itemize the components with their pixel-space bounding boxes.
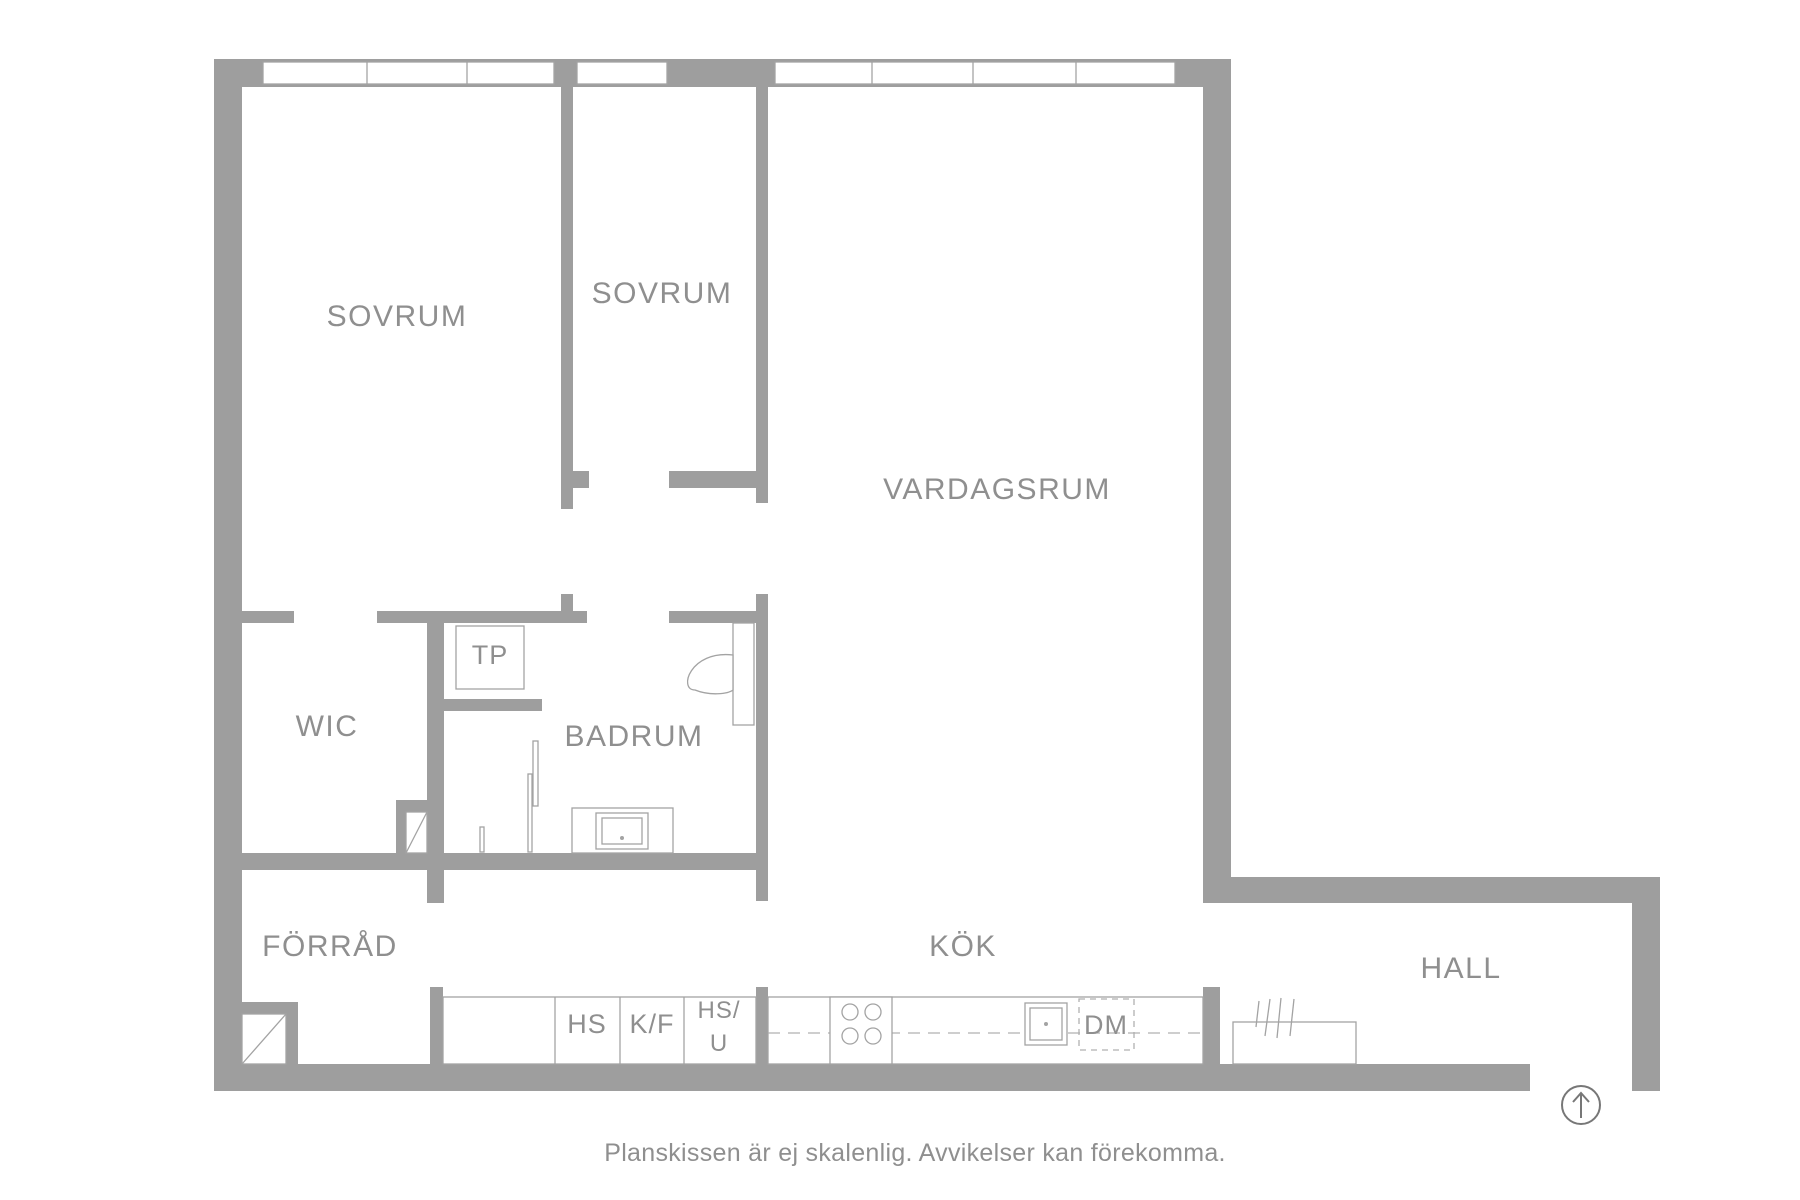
wall-bedroom2-living: [756, 87, 768, 503]
toilet-tank: [732, 622, 755, 726]
label-badrum: BADRUM: [564, 720, 703, 753]
wall-tp: [444, 699, 542, 711]
hall-shelf: [1232, 1021, 1357, 1065]
walls: [214, 59, 1660, 1091]
wall-wic-stub-v: [396, 800, 406, 855]
hs-label: HS: [567, 1009, 607, 1039]
wall-bath-top-right: [669, 611, 768, 623]
wall-wic-bath-bottom: [242, 853, 768, 870]
hall-wall-right: [1632, 877, 1660, 1091]
label-forrad: FÖRRÅD: [262, 930, 398, 963]
room-labels: SOVRUM SOVRUM VARDAGSRUM WIC BADRUM FÖRR…: [262, 277, 1501, 985]
label-wic: WIC: [296, 710, 359, 743]
kf-label: K/F: [629, 1009, 674, 1039]
north-arrow-icon: [1561, 1085, 1601, 1125]
bathroom-fixtures: TP: [455, 622, 755, 854]
hsu-label-line2: U: [710, 1030, 728, 1057]
label-kok: KÖK: [929, 930, 997, 963]
wall-forrad-cabinet-side: [286, 1002, 298, 1064]
wall-bedroom2-bottom: [669, 471, 768, 488]
wall-bedroom-divider: [561, 87, 573, 509]
label-sovrum-1: SOVRUM: [327, 300, 468, 333]
dishwasher: [1078, 998, 1135, 1051]
shower-screen-2: [527, 773, 533, 853]
wall-wic-bath: [427, 623, 444, 903]
windows: [262, 61, 1176, 85]
sink-icon: [595, 812, 649, 850]
kitchen-fixtures: HS K/F HS/ U DM: [442, 996, 1204, 1065]
outer-wall-right: [1203, 59, 1231, 901]
shower-drain: [479, 826, 485, 853]
outer-wall-bottom: [214, 1064, 1530, 1091]
wall-kitchen-hall: [1203, 987, 1220, 1064]
hall-wall-top: [1203, 877, 1660, 903]
shower-screen-1: [532, 740, 539, 807]
hall-fixtures: [1232, 997, 1357, 1065]
wall-bath-right: [756, 594, 768, 901]
disclaimer-caption: Planskissen är ej skalenlig. Avvikelser …: [604, 1139, 1226, 1167]
wall-forrad-cabinet-top: [242, 1002, 298, 1014]
tp-cabinet: [455, 625, 525, 690]
label-hall: HALL: [1420, 952, 1501, 985]
wall-stub: [561, 471, 589, 488]
wall-forrad-kitchen: [430, 987, 443, 1064]
label-sovrum-2: SOVRUM: [592, 277, 733, 310]
wall-kitchen-stub: [756, 987, 768, 1064]
hsu-label-line1: HS/: [697, 997, 740, 1024]
wall-bedroom1-bottom-left: [242, 611, 294, 623]
label-vardagsrum: VARDAGSRUM: [883, 473, 1111, 506]
window-bedroom2: [576, 61, 668, 85]
cabinets: [241, 811, 428, 1065]
window-bedroom1: [262, 61, 555, 85]
stove-icon: [829, 996, 893, 1065]
toilet-icon: [686, 654, 734, 695]
outer-wall-left: [214, 59, 242, 1091]
dm-label: DM: [1084, 1010, 1128, 1040]
window-living: [774, 61, 1176, 85]
wall-bedroom1-bottom-right: [377, 611, 587, 623]
tp-label: TP: [472, 640, 509, 670]
wall-stub-2: [561, 594, 573, 623]
